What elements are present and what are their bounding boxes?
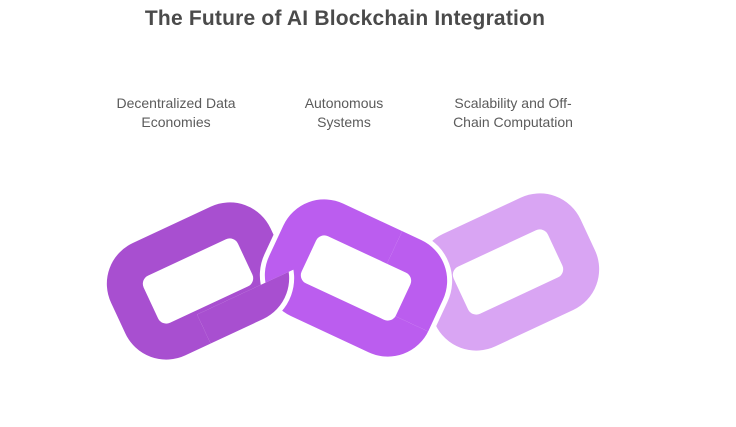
chain-link-left (116, 212, 280, 351)
column-label-scalability-offchain: Scalability and Off-Chain Computation (453, 95, 573, 130)
chain-link-left-body (116, 212, 280, 351)
column-label-decentralized-data-economies: Decentralized Data Economies (116, 95, 236, 130)
column-label-autonomous-systems: Autonomous Systems (304, 95, 384, 130)
page-title: The Future of AI Blockchain Integration (144, 7, 546, 30)
